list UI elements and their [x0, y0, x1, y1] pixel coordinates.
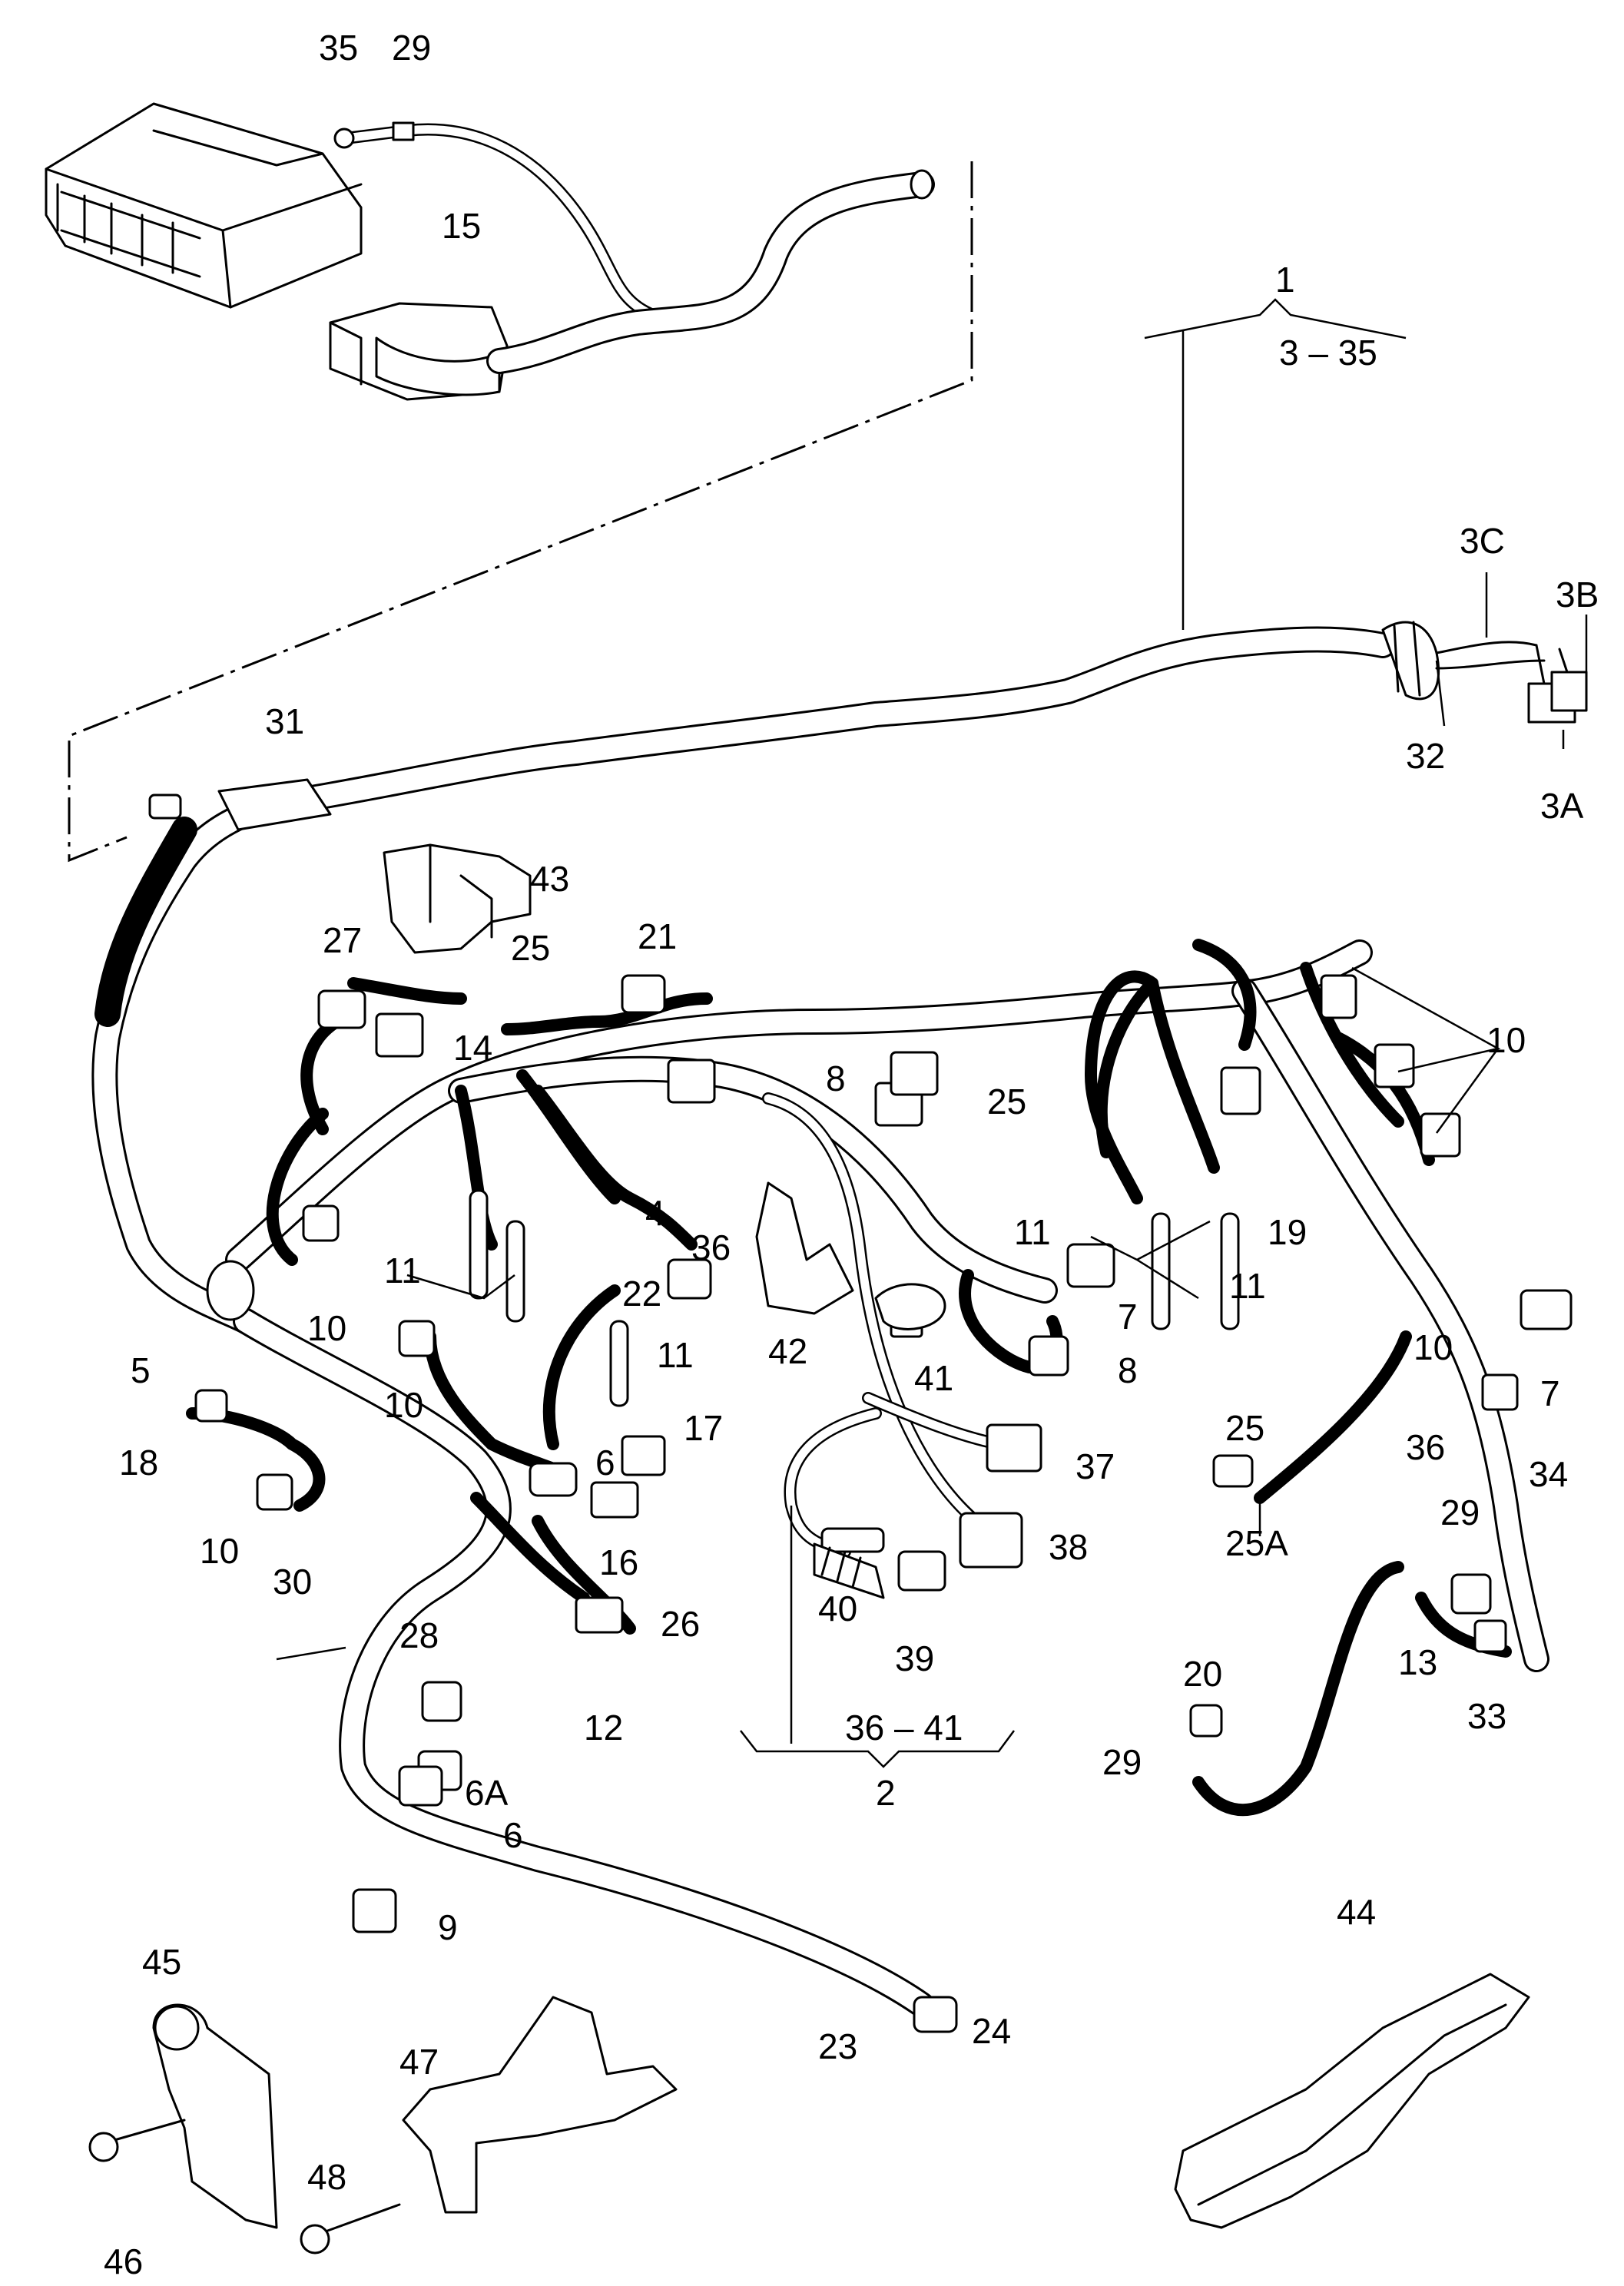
callout-13: 13 — [1398, 1642, 1437, 1682]
callout-18: 18 — [119, 1443, 158, 1483]
callout-3C: 3C — [1460, 521, 1505, 561]
callout-11-b: 11 — [1229, 1266, 1266, 1306]
callout-11-a: 11 — [1014, 1212, 1051, 1252]
callout-25A: 25A — [1225, 1523, 1288, 1563]
callout-4: 4 — [645, 1193, 665, 1233]
callout-17: 17 — [684, 1408, 723, 1448]
callout-1: 1 — [1275, 260, 1295, 300]
callout-45: 45 — [142, 1942, 181, 1982]
callout-42: 42 — [768, 1331, 807, 1371]
connectors — [194, 974, 1573, 2033]
callout-48: 48 — [307, 2157, 346, 2197]
callout-10-d: 10 — [200, 1531, 239, 1571]
callout-35: 35 — [319, 28, 358, 68]
callout-3A: 3A — [1540, 786, 1584, 826]
callout-30: 30 — [273, 1562, 312, 1602]
callout-21: 21 — [638, 916, 677, 956]
callout-26: 26 — [661, 1604, 700, 1644]
callout-40: 40 — [818, 1589, 857, 1628]
callout-8-b: 8 — [1118, 1350, 1138, 1390]
callout-36-b: 36 — [1406, 1427, 1445, 1467]
callout-41: 41 — [914, 1358, 953, 1398]
callout-3B: 3B — [1556, 575, 1599, 615]
callout-36-a: 36 — [691, 1227, 731, 1267]
callout-38: 38 — [1049, 1527, 1088, 1567]
callout-20: 20 — [1183, 1654, 1222, 1694]
leader-lines — [276, 298, 1588, 1768]
callout-9: 9 — [438, 1907, 458, 1947]
callout-11-d: 11 — [657, 1335, 694, 1375]
callout-33: 33 — [1467, 1696, 1506, 1736]
callout-31: 31 — [265, 701, 304, 741]
callout-10-c: 10 — [384, 1385, 423, 1425]
relay-holder — [329, 302, 509, 401]
callout-16: 16 — [599, 1542, 638, 1582]
callout-29-bottom: 29 — [1102, 1742, 1142, 1782]
callout-6-a: 6 — [595, 1443, 615, 1483]
callout-10-a: 10 — [1486, 1020, 1526, 1060]
callout-3-35: 3 – 35 — [1279, 333, 1377, 373]
callout-6A: 6A — [465, 1773, 509, 1813]
callout-32: 32 — [1406, 736, 1445, 776]
callout-19: 19 — [1268, 1212, 1307, 1252]
callout-22: 22 — [622, 1274, 661, 1314]
callout-43: 43 — [530, 859, 569, 899]
callout-37: 37 — [1075, 1446, 1115, 1486]
sleeves — [469, 1189, 1240, 1407]
callout-10-b: 10 — [307, 1308, 346, 1348]
callout-36-41: 36 – 41 — [845, 1708, 963, 1748]
callout-29-top: 29 — [392, 28, 431, 68]
callout-12: 12 — [584, 1708, 623, 1748]
callout-8-a: 8 — [826, 1059, 846, 1098]
callout-25-c: 25 — [1225, 1408, 1264, 1448]
callout-25-a: 25 — [511, 928, 550, 968]
callout-47: 47 — [399, 2042, 439, 2082]
callout-7-a: 7 — [1118, 1297, 1138, 1337]
callout-5: 5 — [131, 1350, 151, 1390]
callout-29-mid: 29 — [1440, 1493, 1480, 1532]
callout-23: 23 — [818, 2026, 857, 2066]
callout-10-e: 10 — [1414, 1327, 1453, 1367]
callout-34: 34 — [1529, 1454, 1568, 1494]
callout-25-b: 25 — [987, 1082, 1026, 1121]
callout-24: 24 — [972, 2011, 1011, 2051]
callout-14: 14 — [453, 1028, 492, 1068]
callout-15: 15 — [442, 206, 481, 246]
control-unit — [45, 102, 363, 309]
callout-6-b: 6 — [503, 1815, 523, 1855]
callout-7-b: 7 — [1540, 1373, 1560, 1413]
callout-44: 44 — [1337, 1892, 1376, 1932]
callout-28: 28 — [399, 1615, 439, 1655]
callout-39: 39 — [895, 1638, 934, 1678]
callout-labels: 1 3 – 35 2 36 – 41 35 29 15 3C 3B 32 3A … — [104, 28, 1599, 2281]
callout-11-c: 11 — [384, 1251, 421, 1290]
callout-27: 27 — [323, 920, 362, 960]
callout-46: 46 — [104, 2241, 143, 2281]
callout-2: 2 — [876, 1773, 896, 1813]
